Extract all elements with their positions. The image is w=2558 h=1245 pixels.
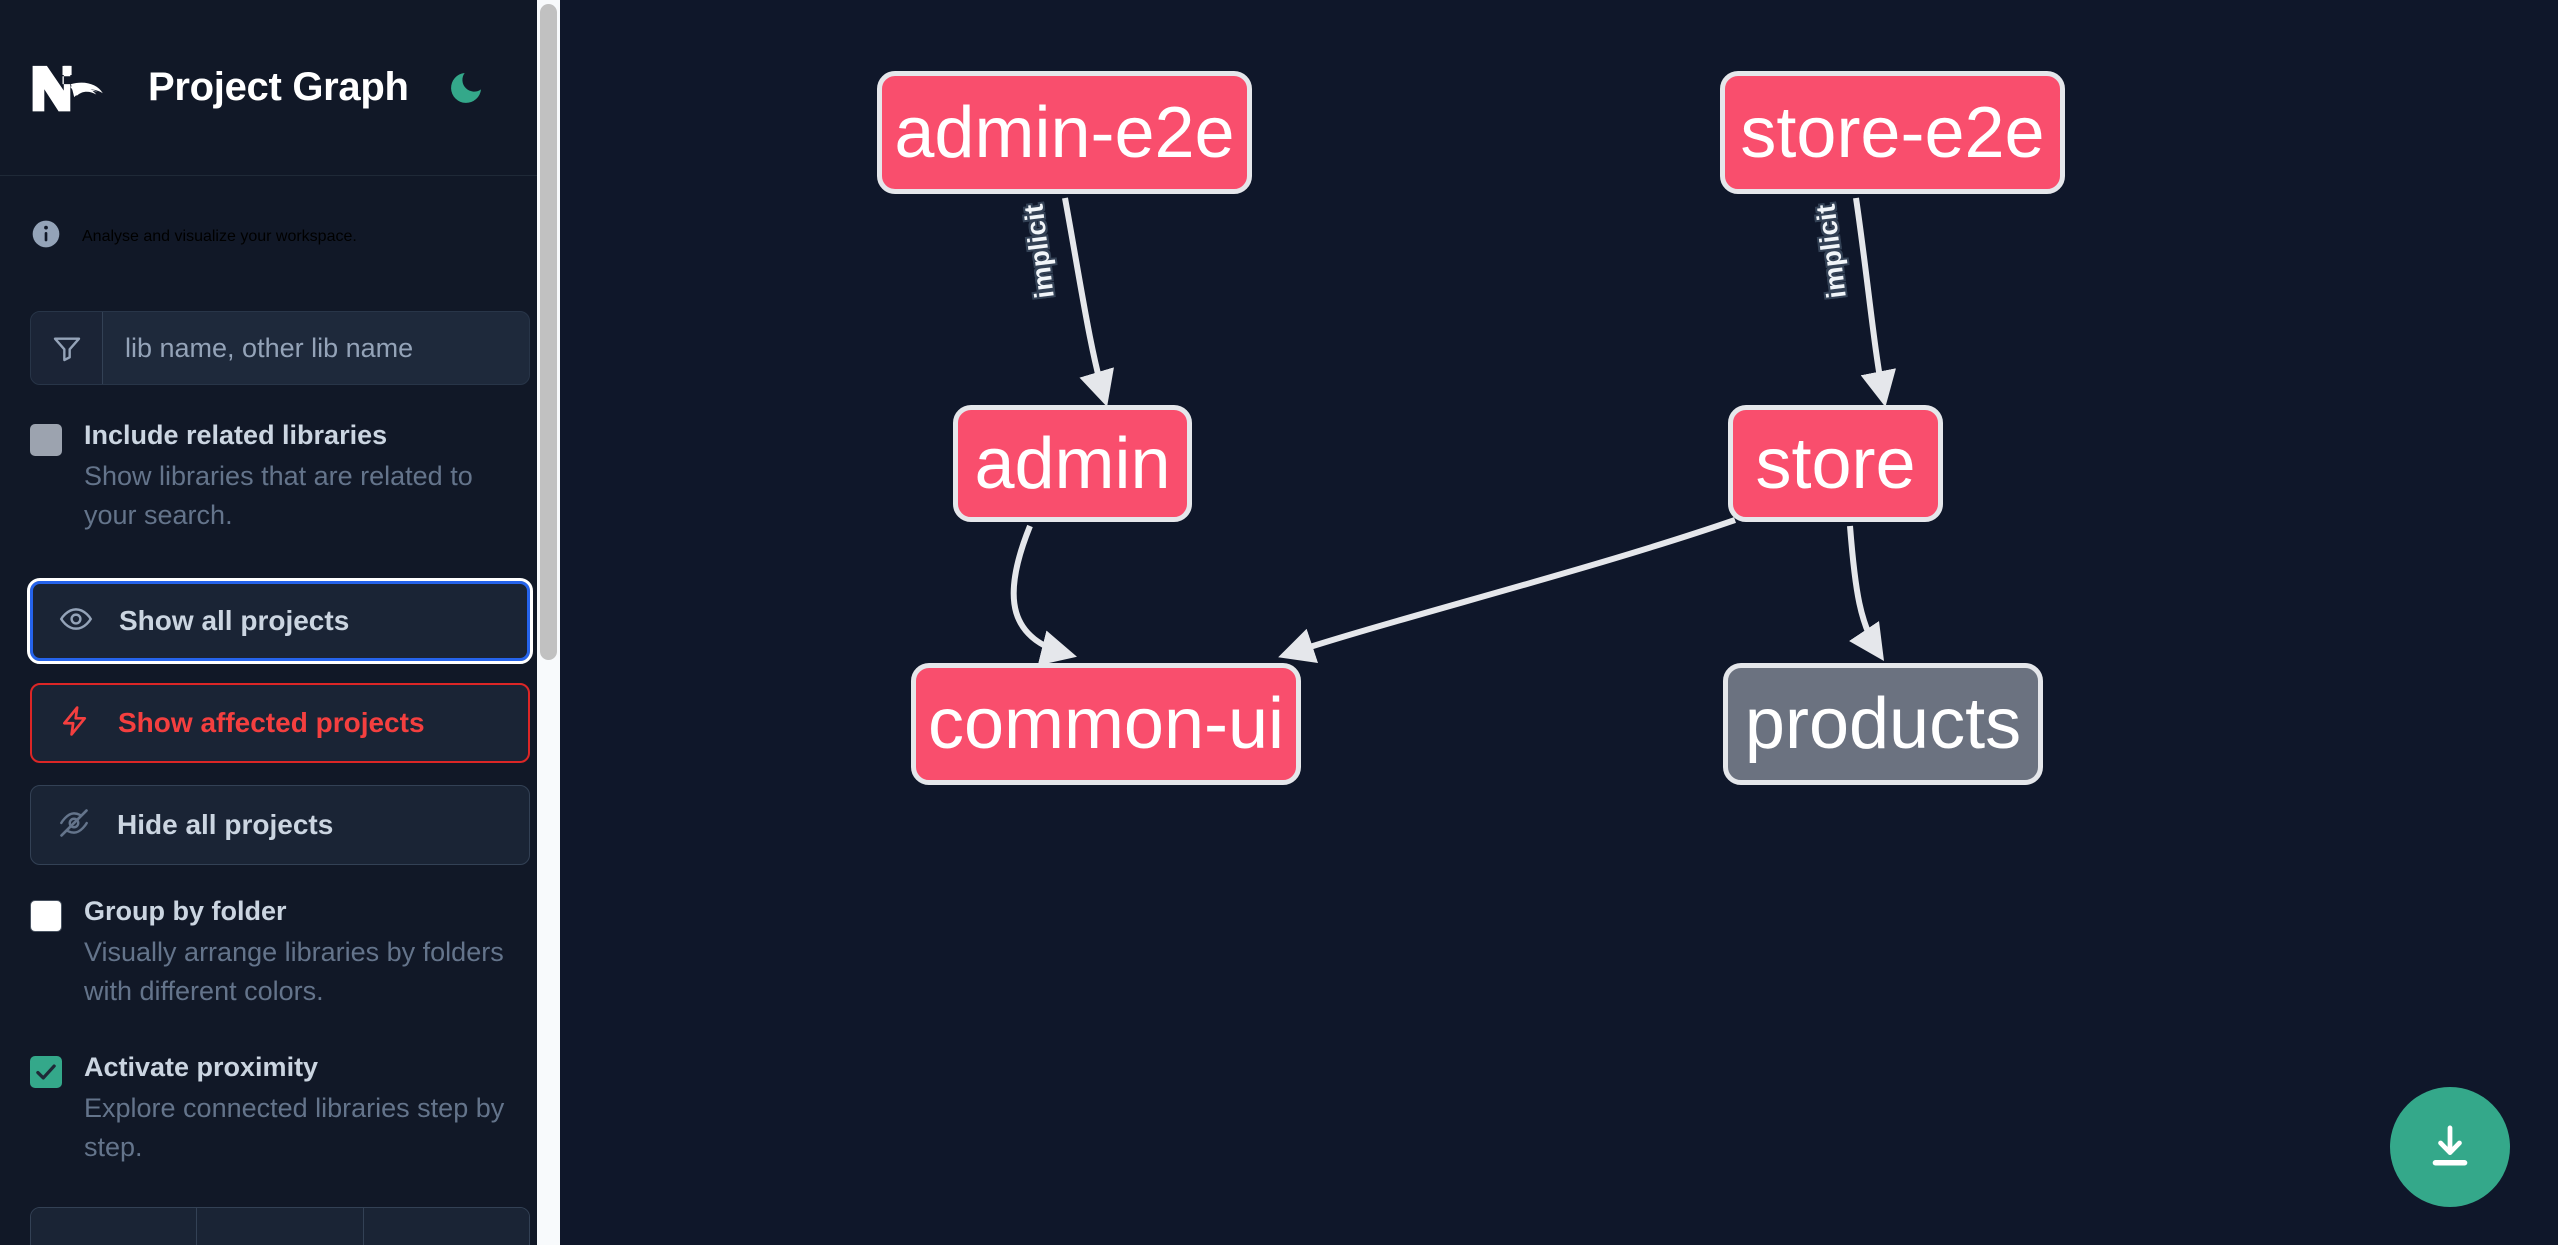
option-label: Activate proximity bbox=[84, 1052, 319, 1083]
moon-icon[interactable] bbox=[443, 65, 489, 111]
node-label: store-e2e bbox=[1740, 92, 2045, 173]
graph-node-store[interactable]: store bbox=[1728, 405, 1943, 522]
edge-store-e2e-to-store bbox=[1853, 197, 1897, 408]
checkbox-group-by-folder[interactable] bbox=[30, 900, 62, 933]
graph-node-store-e2e[interactable]: store-e2e bbox=[1720, 71, 2065, 194]
graph-node-products[interactable]: products bbox=[1723, 663, 2043, 785]
node-label: admin bbox=[974, 423, 1171, 504]
graph-node-admin-e2e[interactable]: admin-e2e bbox=[877, 71, 1252, 194]
nx-logo-icon bbox=[30, 62, 108, 114]
option-description: Visually arrange libraries by folders wi… bbox=[84, 936, 504, 1006]
sidebar: Project Graph Analyse and visualize yo bbox=[0, 0, 560, 1245]
lightning-bolt-icon bbox=[58, 704, 92, 743]
node-label: admin-e2e bbox=[894, 92, 1235, 173]
sidebar-scrollbar[interactable] bbox=[537, 0, 560, 1245]
node-label: products bbox=[1744, 684, 2022, 764]
proximity-segmented-control[interactable] bbox=[30, 1207, 530, 1245]
funnel-filter-icon bbox=[31, 312, 103, 384]
sidebar-header: Project Graph bbox=[0, 0, 560, 176]
filter-input-wrapper[interactable] bbox=[30, 311, 530, 385]
graph-edges-layer bbox=[1010, 197, 1897, 666]
sidebar-scrollbar-thumb[interactable] bbox=[540, 4, 557, 660]
tagline-row: Analyse and visualize your workspace. bbox=[0, 176, 560, 255]
show-affected-projects-button[interactable]: Show affected projects bbox=[30, 683, 530, 764]
search-input[interactable] bbox=[103, 312, 529, 384]
hide-all-projects-button[interactable]: Hide all projects bbox=[30, 785, 530, 866]
option-description: Show libraries that are related to your … bbox=[84, 460, 473, 530]
show-all-projects-button[interactable]: Show all projects bbox=[27, 578, 533, 665]
option-activate-proximity[interactable]: Activate proximity Explore connected lib… bbox=[0, 1051, 560, 1167]
button-label: Hide all projects bbox=[117, 809, 334, 841]
visibility-button-group: Show all projects Show affected projects bbox=[0, 578, 560, 866]
page-title: Project Graph bbox=[148, 65, 409, 109]
node-label: store bbox=[1755, 423, 1916, 504]
graph-node-common-ui[interactable]: common-ui bbox=[911, 663, 1301, 785]
option-group-by-folder[interactable]: Group by folder Visually arrange librari… bbox=[0, 895, 560, 1011]
tagline-text: Analyse and visualize your workspace. bbox=[82, 227, 357, 245]
eye-off-icon bbox=[57, 806, 91, 845]
segment-2[interactable] bbox=[197, 1208, 364, 1245]
info-circle-icon bbox=[30, 218, 62, 255]
option-label: Group by folder bbox=[84, 896, 287, 927]
button-label: Show affected projects bbox=[118, 707, 425, 739]
checkbox-activate-proximity[interactable] bbox=[30, 1056, 62, 1089]
option-include-related-libraries[interactable]: Include related libraries Show libraries… bbox=[0, 419, 560, 535]
graph-node-admin[interactable]: admin bbox=[953, 405, 1192, 522]
option-label: Include related libraries bbox=[84, 420, 388, 450]
checkbox-include-related-libraries[interactable] bbox=[30, 424, 62, 456]
edge-store-to-products bbox=[1847, 525, 1884, 661]
edge-admin-e2e-to-admin bbox=[1062, 197, 1114, 407]
edge-admin-to-common-ui bbox=[1010, 524, 1077, 666]
node-label: common-ui bbox=[927, 684, 1285, 764]
segment-1[interactable] bbox=[31, 1208, 198, 1245]
edge-store-to-common-ui bbox=[1278, 517, 1736, 663]
sidebar-scroll-area[interactable]: Project Graph Analyse and visualize yo bbox=[0, 0, 560, 1245]
segment-3[interactable] bbox=[363, 1208, 529, 1245]
button-label: Show all projects bbox=[119, 605, 350, 637]
download-graph-button[interactable] bbox=[2390, 1087, 2510, 1207]
graph-canvas[interactable]: admin-e2e store-e2e admin store common-u… bbox=[560, 0, 2558, 1245]
eye-icon bbox=[59, 602, 93, 641]
option-description: Explore connected libraries step by step… bbox=[84, 1092, 505, 1162]
